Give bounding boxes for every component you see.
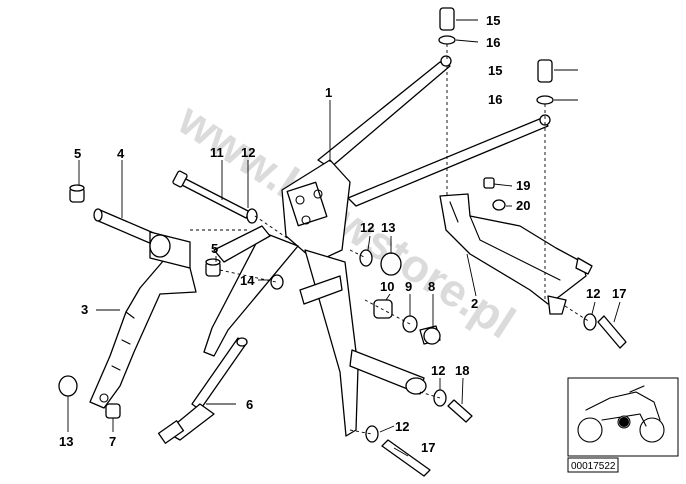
assembly-lines — [190, 44, 591, 435]
callout-1: 1 — [325, 85, 332, 100]
callout-18: 18 — [455, 363, 469, 378]
callout-16a: 16 — [486, 35, 500, 50]
bracket-arm-part — [89, 259, 197, 409]
callout-2: 2 — [471, 296, 478, 311]
callout-9: 9 — [405, 279, 412, 294]
location-thumbnail: 00017522 — [567, 377, 679, 473]
callout-15b: 15 — [488, 63, 502, 78]
callout-12d: 12 — [431, 363, 445, 378]
callout-11: 11 — [210, 145, 224, 160]
callout-3: 3 — [81, 302, 88, 317]
callout-20: 20 — [516, 198, 530, 213]
callout-17a: 17 — [612, 286, 626, 301]
callout-12a: 12 — [241, 145, 255, 160]
callout-17b: 17 — [421, 440, 435, 455]
callout-6: 6 — [246, 397, 253, 412]
side-bracket-part — [439, 193, 593, 315]
sleeve-part — [93, 208, 191, 269]
callout-10: 10 — [380, 279, 394, 294]
gas-spring-part — [157, 337, 248, 444]
callout-16b: 16 — [488, 92, 502, 107]
callout-15a: 15 — [486, 13, 500, 28]
callout-12c: 12 — [586, 286, 600, 301]
callout-5a: 5 — [74, 146, 81, 161]
diagram-code: 00017522 — [571, 461, 616, 472]
callout-13b: 13 — [59, 434, 73, 449]
callout-14: 14 — [240, 273, 255, 288]
callout-19: 19 — [516, 178, 530, 193]
callout-4: 4 — [117, 146, 125, 161]
motorcycle-thumbnail-icon — [577, 385, 665, 443]
leader-lines — [67, 19, 621, 457]
callout-12e: 12 — [395, 419, 409, 434]
callout-8: 8 — [428, 279, 435, 294]
callout-labels: 1 2 3 4 5 5 6 7 8 9 10 11 12 12 12 12 12… — [59, 13, 626, 455]
main-frame-part — [203, 55, 551, 437]
callout-13a: 13 — [381, 220, 395, 235]
callout-5b: 5 — [211, 241, 218, 256]
fasteners — [58, 7, 627, 477]
callout-12b: 12 — [360, 220, 374, 235]
callout-7: 7 — [109, 434, 116, 449]
